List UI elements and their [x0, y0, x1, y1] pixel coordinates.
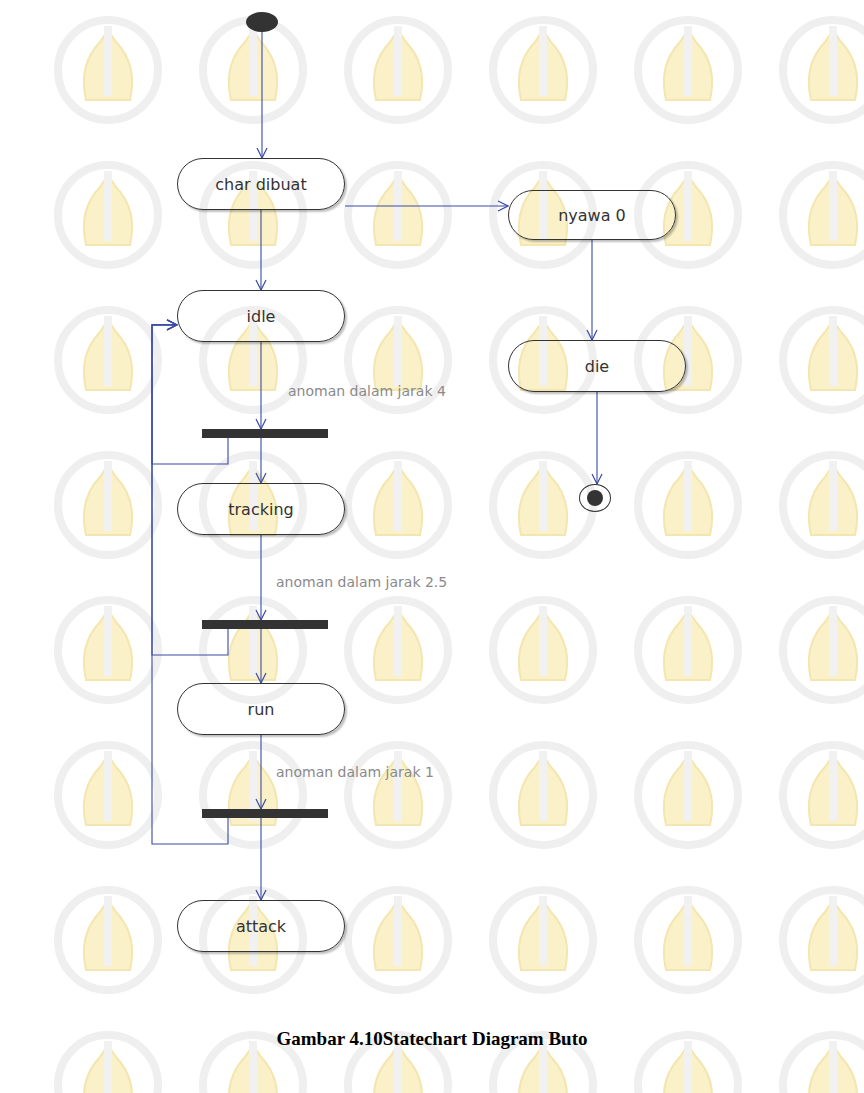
final-dot: [587, 490, 603, 506]
watermark-logo: [203, 20, 303, 120]
watermark-logo: [58, 20, 158, 120]
watermark-logo: [58, 745, 158, 845]
state-name: run: [248, 700, 275, 719]
watermark-logo: [58, 165, 158, 265]
state-name: attack: [236, 917, 286, 936]
watermark-logo: [638, 165, 738, 265]
state-name: char dibuat: [215, 175, 306, 194]
transition-arrow: [260, 535, 261, 620]
watermark-logo: [348, 600, 448, 700]
state-name: nyawa 0: [558, 206, 626, 225]
watermark-logo: [783, 455, 864, 555]
transition-arrow: [260, 629, 261, 683]
watermark-logo: [348, 165, 448, 265]
watermark-logo: [348, 455, 448, 555]
watermark-logo: [783, 600, 864, 700]
watermark-logo: [783, 310, 864, 410]
state-box: die: [508, 340, 686, 392]
transition-arrow: [260, 818, 261, 900]
transition-arrow: [591, 240, 592, 340]
watermark-logo: [638, 745, 738, 845]
watermark-logo: [203, 455, 303, 555]
watermark-logo: [638, 20, 738, 120]
state-box: char dibuat: [177, 158, 345, 210]
watermark-logo: [348, 745, 448, 845]
guard-label: anoman dalam jarak 1: [276, 764, 434, 780]
state-box: idle: [177, 290, 345, 342]
watermark-logo: [783, 890, 864, 990]
guard-label: anoman dalam jarak 4: [288, 383, 446, 399]
watermark-logo: [58, 1035, 158, 1093]
watermark-logo: [638, 1035, 738, 1093]
watermark-logo: [783, 745, 864, 845]
fork-bar: [202, 429, 328, 438]
watermark-logo: [348, 890, 448, 990]
watermark-logo: [493, 890, 593, 990]
watermark-logo: [493, 20, 593, 120]
figure-caption: Gambar 4.10Statechart Diagram Buto: [0, 1028, 864, 1050]
transition-arrow: [596, 392, 597, 484]
transition-arrow: [260, 735, 261, 809]
state-box: nyawa 0: [508, 190, 676, 240]
watermark-logo: [203, 890, 303, 990]
transition-arrow: [152, 325, 228, 844]
watermark-logo: [493, 455, 593, 555]
guard-label: anoman dalam jarak 2.5: [276, 574, 447, 590]
watermark-logo: [783, 20, 864, 120]
watermark-logo: [638, 455, 738, 555]
state-box: run: [177, 683, 345, 735]
state-name: idle: [247, 307, 276, 326]
watermark-logo: [783, 1035, 864, 1093]
transition-arrow: [261, 32, 262, 158]
watermark-logo: [493, 745, 593, 845]
watermark-logo: [638, 310, 738, 410]
state-box: attack: [177, 900, 345, 952]
watermark-logo: [58, 600, 158, 700]
watermark-logo: [58, 310, 158, 410]
state-name: tracking: [228, 500, 293, 519]
fork-bar: [202, 809, 328, 818]
transition-arrow: [260, 210, 261, 290]
final-state: [579, 484, 611, 512]
transition-arrow: [345, 205, 508, 206]
state-name: die: [585, 357, 609, 376]
watermark-logo: [638, 600, 738, 700]
watermark-logo: [783, 165, 864, 265]
transition-arrow: [152, 325, 228, 655]
watermark-logo: [348, 20, 448, 120]
transition-arrow: [260, 342, 261, 429]
initial-state: [246, 12, 278, 32]
transition-arrow: [152, 325, 228, 464]
watermark-logo: [58, 455, 158, 555]
watermark-logo: [493, 600, 593, 700]
transition-arrow: [260, 438, 261, 483]
watermark-logo: [58, 890, 158, 990]
watermark-logo: [203, 600, 303, 700]
state-box: tracking: [177, 483, 345, 535]
fork-bar: [202, 620, 328, 629]
watermark-logo: [638, 890, 738, 990]
watermark-logo: [203, 745, 303, 845]
